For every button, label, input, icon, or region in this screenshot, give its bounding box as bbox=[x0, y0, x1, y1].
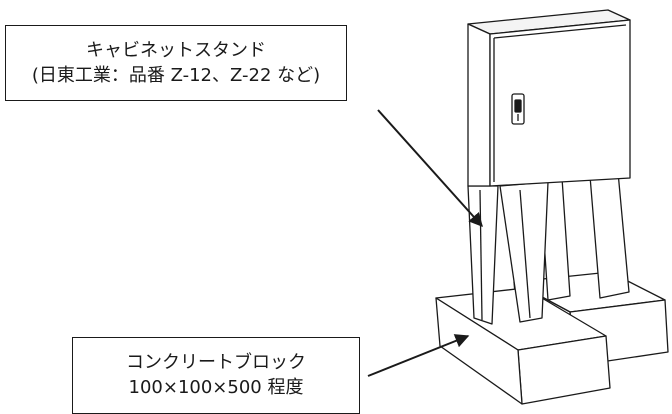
concrete-block-title: コンクリートブロック bbox=[126, 352, 306, 373]
cabinet-handle-icon bbox=[511, 93, 525, 125]
concrete-block-detail: 100×100×500 程度 bbox=[128, 377, 304, 398]
cabinet-stand-callout: キャビネットスタンド (日東工業：品番 Z-12、Z-22 など) bbox=[5, 25, 347, 101]
concrete-block-callout: コンクリートブロック 100×100×500 程度 bbox=[72, 337, 360, 414]
cabinet-stand-title: キャビネットスタンド bbox=[86, 40, 266, 61]
arrow-to-block bbox=[367, 334, 470, 377]
cabinet-box bbox=[467, 9, 631, 187]
arrow-to-stand bbox=[377, 109, 483, 228]
cabinet-stand-detail: (日東工業：品番 Z-12、Z-22 など) bbox=[31, 65, 321, 86]
